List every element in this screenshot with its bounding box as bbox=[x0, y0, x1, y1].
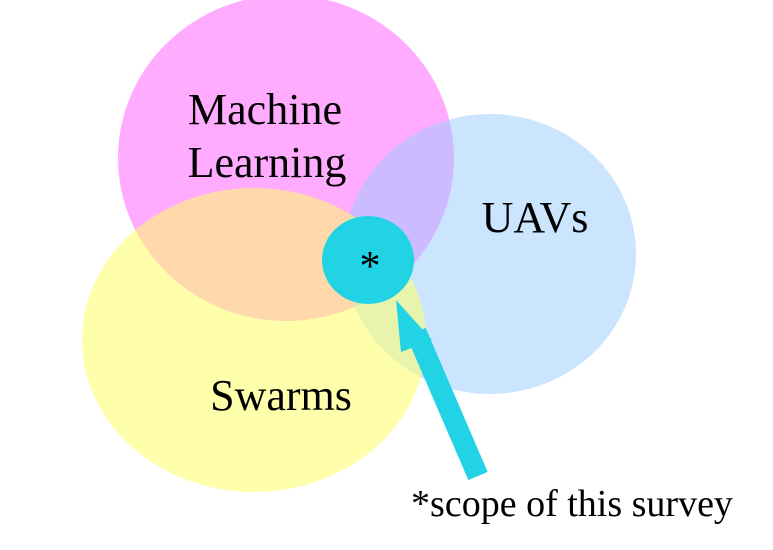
arrow-shaft bbox=[406, 327, 488, 481]
swarms-label: Swarms bbox=[210, 371, 352, 420]
scope-arrow bbox=[396, 300, 488, 481]
scope-asterisk: * bbox=[360, 244, 381, 290]
machine-learning-label: Machine bbox=[188, 85, 342, 134]
machine-learning-label-line2: Learning bbox=[188, 138, 347, 187]
scope-note: *scope of this survey bbox=[411, 483, 733, 525]
arrow-head bbox=[396, 300, 432, 352]
uavs-label: UAVs bbox=[482, 193, 589, 242]
scope-focus-circle bbox=[322, 216, 414, 304]
